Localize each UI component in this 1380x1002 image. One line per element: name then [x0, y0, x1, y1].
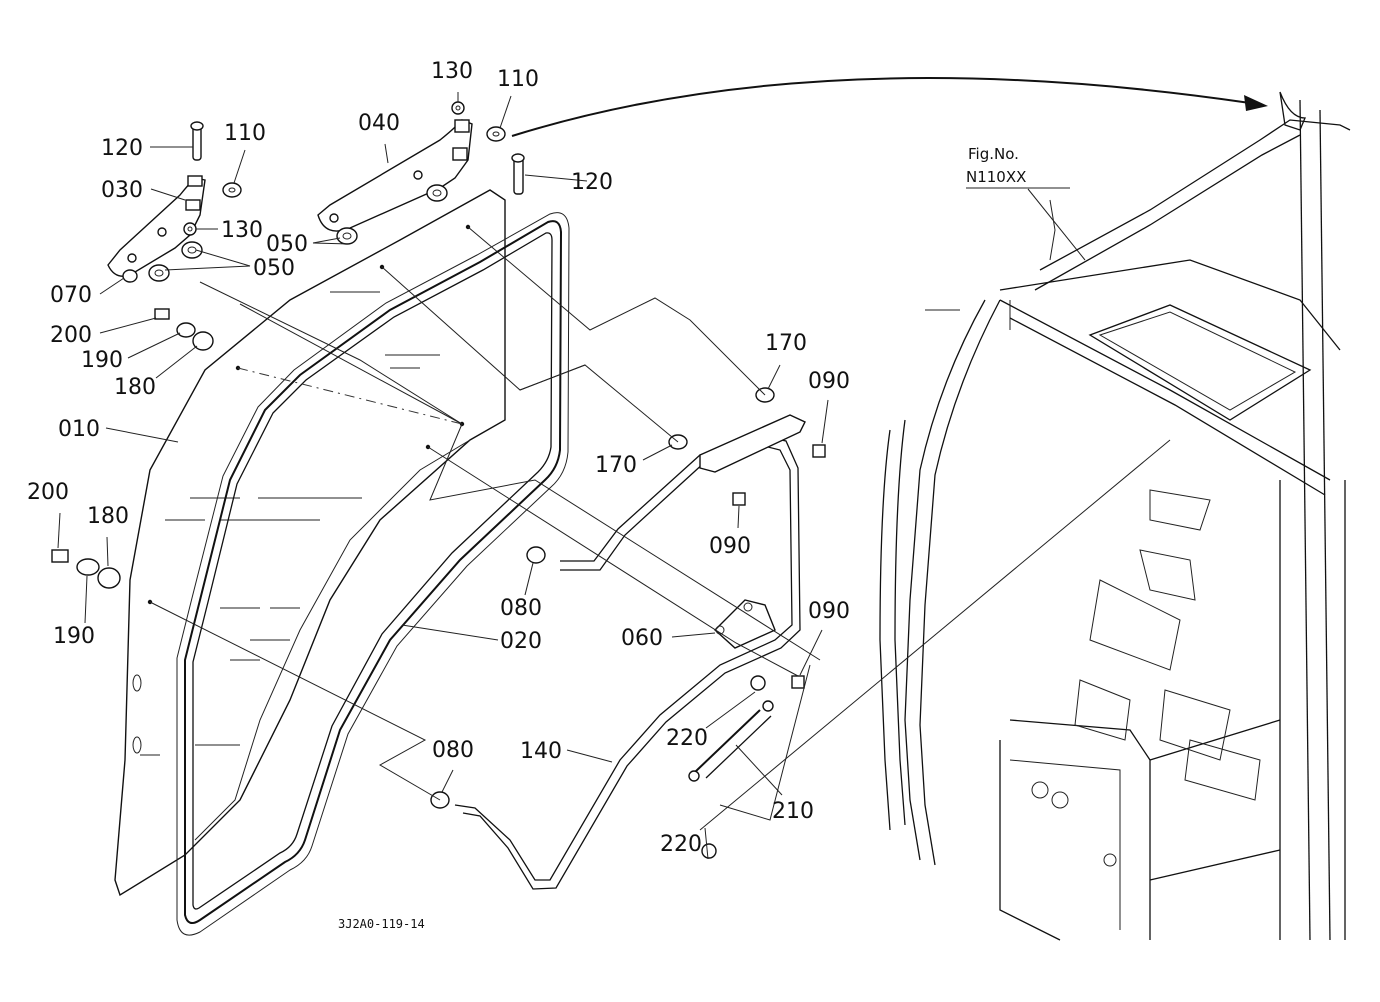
callout-180: 180 [114, 375, 156, 400]
callout-080: 080 [500, 596, 542, 621]
callout-220: 220 [660, 832, 702, 857]
callout-020: 020 [500, 629, 542, 654]
callout-220: 220 [666, 726, 708, 751]
callout-130: 130 [221, 218, 263, 243]
cab-frame [879, 91, 1351, 941]
callout-090: 090 [709, 534, 751, 559]
gas-strut [688, 700, 774, 782]
assembly-lines [149, 199, 1171, 831]
callout-030: 030 [101, 178, 143, 203]
callout-190: 190 [53, 624, 95, 649]
callout-120: 120 [101, 136, 143, 161]
callout-180: 180 [87, 504, 129, 529]
callout-200: 200 [27, 480, 69, 505]
callout-110: 110 [224, 121, 266, 146]
leader-lines [57, 92, 1086, 860]
callout-070: 070 [50, 283, 92, 308]
callout-080: 080 [432, 738, 474, 763]
callout-labels: 130 110 040 120 110 030 120 130 050 050 … [27, 59, 850, 857]
figure-ref-line2: N110XX [966, 168, 1026, 186]
drawing-code: 3J2A0-119-14 [338, 917, 425, 931]
callout-010: 010 [58, 417, 100, 442]
callout-120: 120 [571, 170, 613, 195]
callout-200: 200 [50, 323, 92, 348]
glass-reflection-marks [140, 291, 440, 756]
callout-210: 210 [772, 799, 814, 824]
hinge-030 [107, 175, 206, 277]
hinge-reference-arrow [511, 77, 1251, 137]
callout-170: 170 [595, 453, 637, 478]
callout-040: 040 [358, 111, 400, 136]
callout-190: 190 [81, 348, 123, 373]
callout-050: 050 [266, 232, 308, 257]
hinge-040 [317, 119, 473, 232]
callout-110: 110 [497, 67, 539, 92]
door-seal [176, 212, 570, 936]
callout-050: 050 [253, 256, 295, 281]
callout-060: 060 [621, 626, 663, 651]
arrowhead [1244, 95, 1268, 111]
callout-170: 170 [765, 331, 807, 356]
figure-ref-line1: Fig.No. [968, 145, 1019, 163]
callout-090: 090 [808, 599, 850, 624]
callout-090: 090 [808, 369, 850, 394]
callout-130: 130 [431, 59, 473, 84]
figure-reference: Fig.No. N110XX [966, 145, 1070, 189]
callout-140: 140 [520, 739, 562, 764]
door-glass-panel [114, 189, 506, 897]
handle-bar [454, 414, 806, 890]
